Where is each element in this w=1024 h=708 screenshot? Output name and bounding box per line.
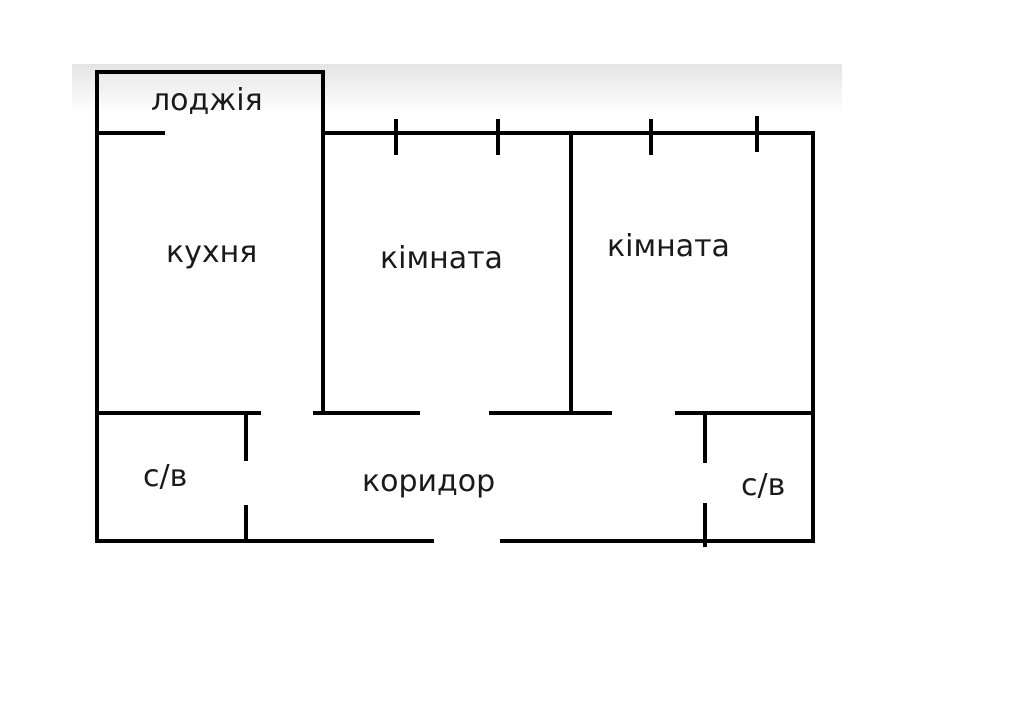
walls [95,70,815,547]
label-loggia: лоджія [151,83,263,118]
label-bathroom-right: с/в [741,468,785,503]
label-room-2: кімната [607,229,730,264]
label-room-1: кімната [380,241,503,276]
label-kitchen: кухня [166,235,257,270]
room-labels: лоджія кухня кімната кімната с/в коридор… [143,83,785,503]
label-corridor: коридор [362,464,495,499]
label-bathroom-left: с/в [143,459,187,494]
